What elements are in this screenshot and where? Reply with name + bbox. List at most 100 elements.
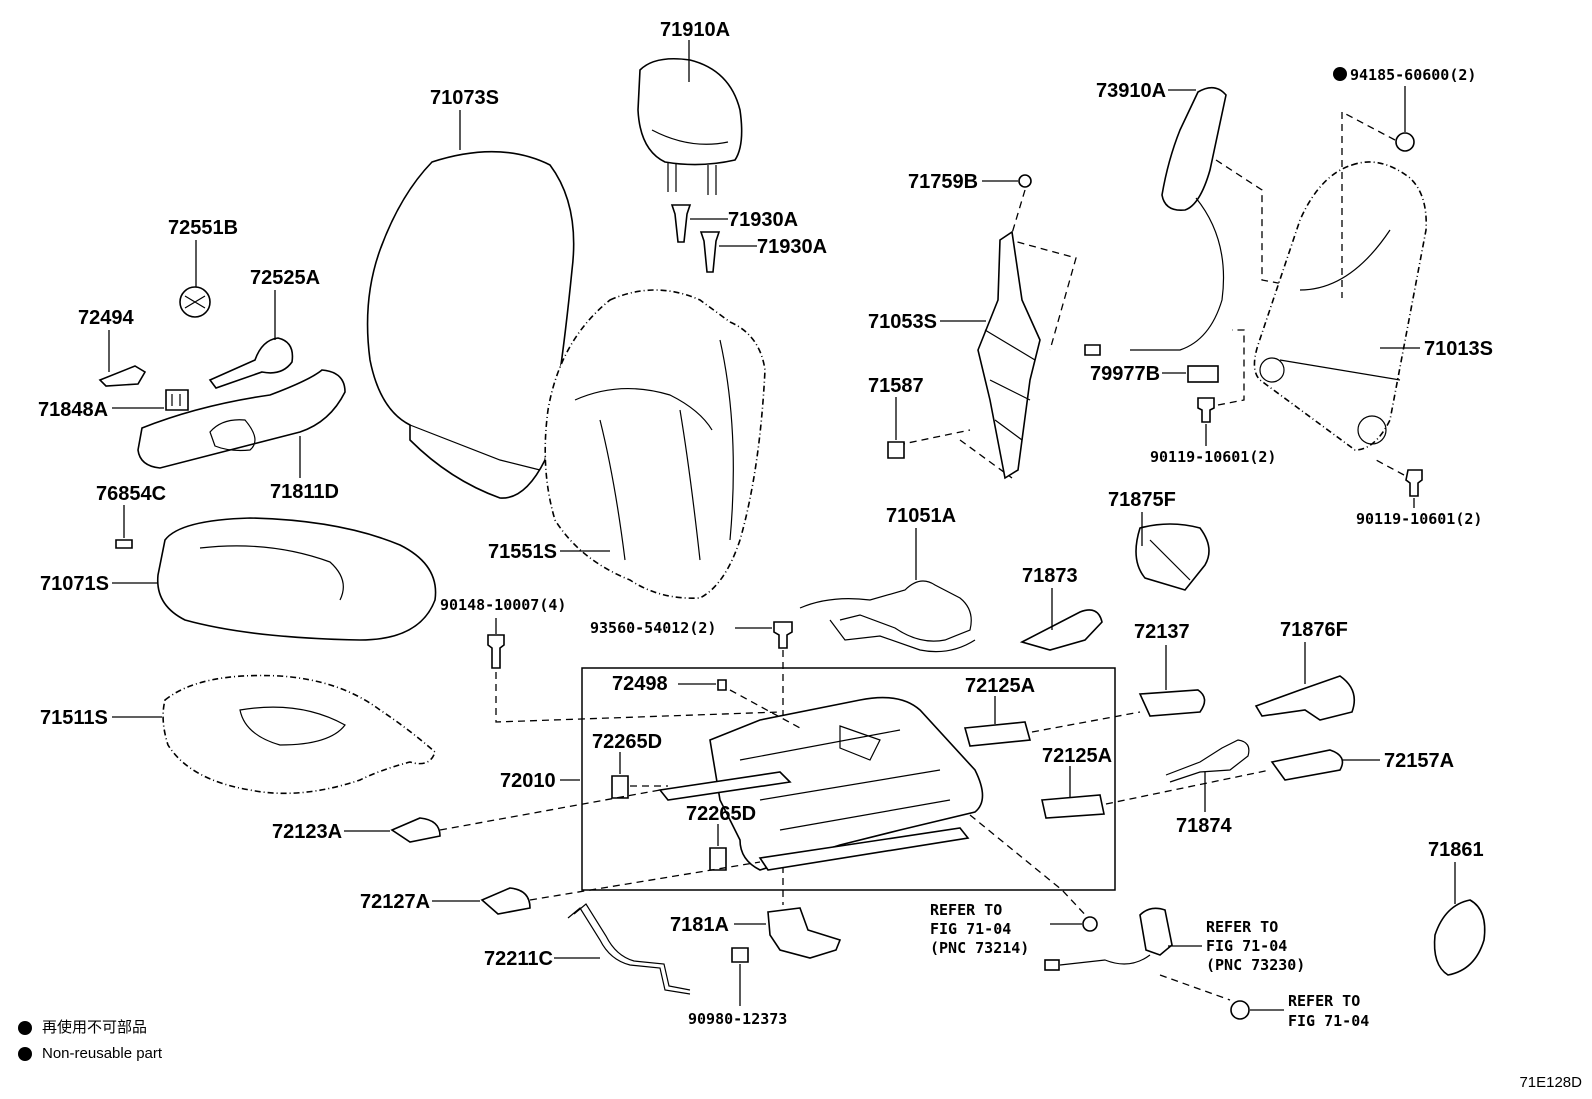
seatback-frame-part	[1253, 161, 1427, 451]
label-71073S: 71073S	[430, 87, 499, 109]
cover-72137-part	[1138, 689, 1206, 717]
bracket-part	[165, 389, 189, 411]
label-71910A: 71910A	[660, 19, 730, 41]
label-72498: 72498	[612, 673, 668, 695]
label-refer-73214-line2: FIG 71-04	[930, 920, 1011, 938]
legend-japanese: 再使用不可部品	[42, 1019, 148, 1036]
wire-72211C-part	[567, 903, 691, 995]
nut-71759B-part	[1018, 174, 1032, 188]
cover-71873-part	[1019, 609, 1103, 651]
label-72551B: 72551B	[168, 217, 238, 239]
label-refer-nut-line1: REFER TO	[1288, 992, 1360, 1010]
cover-71876F-part	[1254, 675, 1356, 721]
seat-cushion-cover-part	[156, 517, 437, 641]
clip-71587-part	[887, 441, 905, 459]
figure-code: 71E128D	[1519, 1074, 1582, 1091]
seatbelt-buckle-part	[1044, 907, 1173, 971]
label-71013S: 71013S	[1424, 338, 1493, 360]
label-71587: 71587	[868, 375, 924, 397]
wire-harness-71051A-part	[799, 580, 976, 653]
label-72265D-upper: 72265D	[592, 731, 662, 753]
label-72123A: 72123A	[272, 821, 342, 843]
seatback-pad-part	[544, 289, 766, 599]
label-refer-nut-line2: FIG 71-04	[1288, 1012, 1369, 1030]
label-90148-10007: 90148-10007(4)	[440, 596, 566, 614]
label-71811D: 71811D	[270, 481, 339, 503]
side-shield-part	[137, 369, 346, 469]
cover-72127A-part	[480, 887, 531, 915]
label-72157A: 72157A	[1384, 750, 1454, 772]
label-71876F: 71876F	[1280, 619, 1348, 641]
label-76854C: 76854C	[96, 483, 166, 505]
bolt-93560-part	[773, 621, 793, 649]
label-90119-10601-lower: 90119-10601(2)	[1356, 510, 1482, 528]
legend-row-japanese: 再使用不可部品	[18, 1015, 162, 1041]
label-71930A-upper: 71930A	[728, 209, 798, 231]
seat-cushion-pad-part	[162, 674, 436, 795]
airbag-module-part	[1084, 86, 1227, 356]
legend-english: Non-reusable part	[42, 1045, 163, 1062]
legend: 再使用不可部品 Non-reusable part	[18, 1015, 162, 1067]
label-71053S: 71053S	[868, 311, 937, 333]
label-refer-73230-line1: REFER TO	[1206, 918, 1278, 936]
bracket-71874-part	[1165, 739, 1250, 783]
bracket-7181A-part	[767, 907, 842, 959]
bracket-71053S-part	[977, 230, 1041, 480]
label-71551S: 71551S	[488, 541, 557, 563]
label-71873: 71873	[1022, 565, 1078, 587]
label-72494: 72494	[78, 307, 134, 329]
track-cover-upper-part	[963, 721, 1032, 747]
label-93560-54012: 93560-54012(2)	[590, 619, 716, 637]
label-71930A-lower: 71930A	[757, 236, 827, 258]
label-72127A: 72127A	[360, 891, 430, 913]
cap-part	[179, 286, 211, 318]
seat-adjuster-frame-part	[658, 696, 984, 871]
stopper-upper-part	[611, 775, 629, 799]
legend-row-english: Non-reusable part	[18, 1041, 162, 1067]
cover-72157A-part	[1270, 749, 1344, 781]
label-94185-60600: 94185-60600(2)	[1350, 66, 1476, 84]
nut-refer-part	[1230, 1000, 1250, 1020]
stopper-lower-part	[709, 847, 727, 871]
connector-90980-part	[731, 947, 749, 963]
headrest-support-part	[670, 204, 721, 273]
label-79977B: 79977B	[1090, 363, 1160, 385]
label-90119-10601-upper: 90119-10601(2)	[1150, 448, 1276, 466]
label-72525A: 72525A	[250, 267, 320, 289]
label-71875F: 71875F	[1108, 489, 1176, 511]
label-71759B: 71759B	[908, 171, 978, 193]
label-72211C: 72211C	[484, 948, 553, 970]
label-sticker-79977B-part	[1187, 365, 1219, 383]
bolt-90148-part	[487, 634, 505, 669]
label-71861: 71861	[1428, 839, 1484, 861]
label-71051A: 71051A	[886, 505, 956, 527]
bolt-upper-part	[1197, 397, 1215, 423]
pin-72498-part	[717, 679, 727, 691]
cover-71861-part	[1433, 899, 1486, 976]
label-refer-73214-line3: (PNC 73214)	[930, 939, 1029, 957]
label-71511S: 71511S	[40, 707, 108, 729]
cover-72123A-part	[390, 817, 441, 843]
label-refer-73214-line1: REFER TO	[930, 901, 1002, 919]
non-reusable-dot	[1333, 67, 1347, 81]
label-90980-12373: 90980-12373	[688, 1010, 787, 1028]
label-73910A: 73910A	[1096, 80, 1166, 102]
nut-73214-part	[1082, 916, 1098, 932]
seat-adjuster-box	[581, 667, 1116, 891]
label-71071S: 71071S	[40, 573, 109, 595]
label-72125A-lower: 72125A	[1042, 745, 1112, 767]
label-refer-73230-line3: (PNC 73230)	[1206, 956, 1305, 974]
cover-71875F-part	[1135, 523, 1210, 591]
label-7181A: 7181A	[670, 914, 729, 936]
non-reusable-dot-icon	[18, 1047, 32, 1061]
label-72125A-upper: 72125A	[965, 675, 1035, 697]
bolt-lower-part	[1405, 469, 1423, 497]
nut-94185-part	[1395, 132, 1415, 152]
non-reusable-dot-icon	[18, 1021, 32, 1035]
label-refer-73230-line2: FIG 71-04	[1206, 937, 1287, 955]
small-lever-part	[98, 365, 147, 387]
label-71848A: 71848A	[38, 399, 108, 421]
seatback-cover-part	[366, 150, 575, 499]
label-72010: 72010	[500, 770, 556, 792]
